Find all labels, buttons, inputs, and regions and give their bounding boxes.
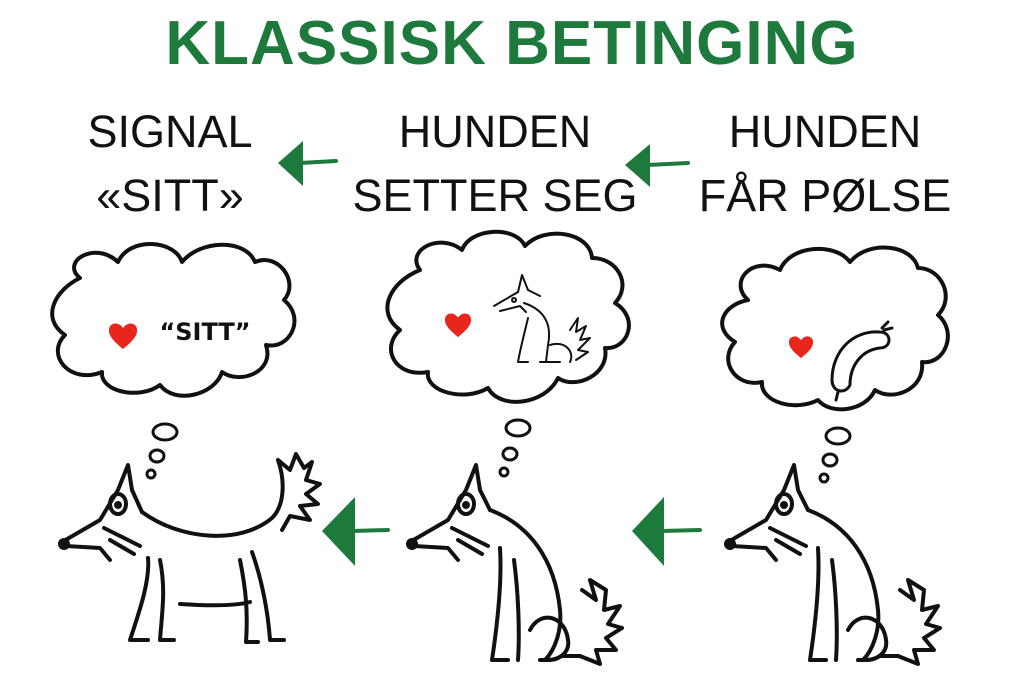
arrow-left-icon xyxy=(322,497,390,566)
arrow-left-icon xyxy=(625,144,690,187)
dog-icon xyxy=(406,463,624,666)
step-label-dog-sits: HUNDEN SETTER SEG xyxy=(335,100,655,228)
step-label-line2: «SITT» xyxy=(96,170,244,221)
step-label-dog-gets-sausage: HUNDEN FÅR PØLSE xyxy=(680,100,970,228)
step-label-line1: HUNDEN xyxy=(398,106,592,157)
thought-cloud-icon xyxy=(385,229,631,478)
arrow-left-icon xyxy=(278,141,338,186)
thought-cloud-icon xyxy=(720,245,950,484)
step-label-line1: SIGNAL xyxy=(87,106,253,157)
step-label-line1: HUNDEN xyxy=(728,106,922,157)
dog-icon xyxy=(493,274,591,363)
step-label-line2: FÅR PØLSE xyxy=(698,170,952,221)
dog-icon xyxy=(58,452,322,644)
sausage-icon xyxy=(830,320,894,402)
thought-cloud-icon: “SITT” xyxy=(50,242,297,480)
dog-icon xyxy=(724,463,942,666)
arrow-left-icon xyxy=(632,497,702,566)
thought-text: “SITT” xyxy=(159,318,250,346)
page-title: KLASSISK BETINGING xyxy=(165,9,859,78)
step-label-signal: SIGNAL «SITT» xyxy=(50,100,290,228)
step-label-line2: SETTER SEG xyxy=(352,170,638,221)
